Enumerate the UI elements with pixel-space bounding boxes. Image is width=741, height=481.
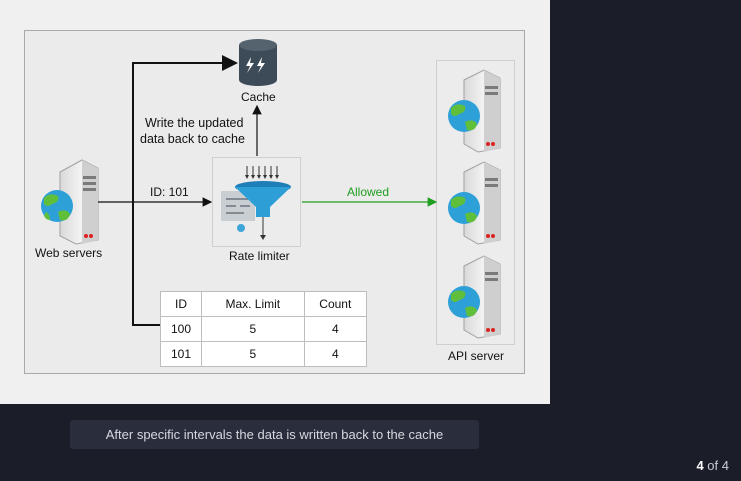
table-cell: 4 [303,316,368,342]
table-cell: 5 [200,341,305,367]
allowed-label: Allowed [347,185,390,199]
slide-caption: After specific intervals the data is wri… [70,420,479,449]
pager-current: 4 [696,458,704,473]
funnel-icon [221,166,291,240]
rate-limit-table: ID Max. Limit Count 100 5 4 101 5 4 [160,291,368,367]
table-header-row: ID Max. Limit Count [160,291,368,317]
api-server-icon [448,69,501,153]
table-row: 100 5 4 [160,316,368,342]
diagram-graphics [41,39,501,339]
rate-limiter-label: Rate limiter [229,249,290,263]
cache-label: Cache [241,90,276,104]
table-header-cell: Count [303,291,368,317]
table-cell: 4 [303,341,368,367]
table-to-cache-connector [132,55,238,326]
web-servers-label: Web servers [35,246,103,260]
api-server-icon [448,255,501,339]
api-server-icon [448,161,501,245]
table-header-cell: ID [160,291,202,317]
cache-icon [239,39,277,86]
slide-canvas: Cache Write the updated data back to cac… [0,0,550,404]
api-server-label: API server [448,349,505,363]
write-back-label-line1: Write the updated [145,116,244,130]
table-row: 101 5 4 [160,341,368,367]
write-back-label-line2: data back to cache [140,132,245,146]
table-header-cell: Max. Limit [200,291,305,317]
web-server-icon [41,159,99,245]
pager-total: 4 [721,458,729,473]
table-cell: 5 [200,316,305,342]
table-cell: 101 [160,341,202,367]
pager-separator: of [707,458,719,473]
table-cell: 100 [160,316,202,342]
slide-pager: 4 of 4 [696,458,729,473]
id-label: ID: 101 [150,185,189,199]
